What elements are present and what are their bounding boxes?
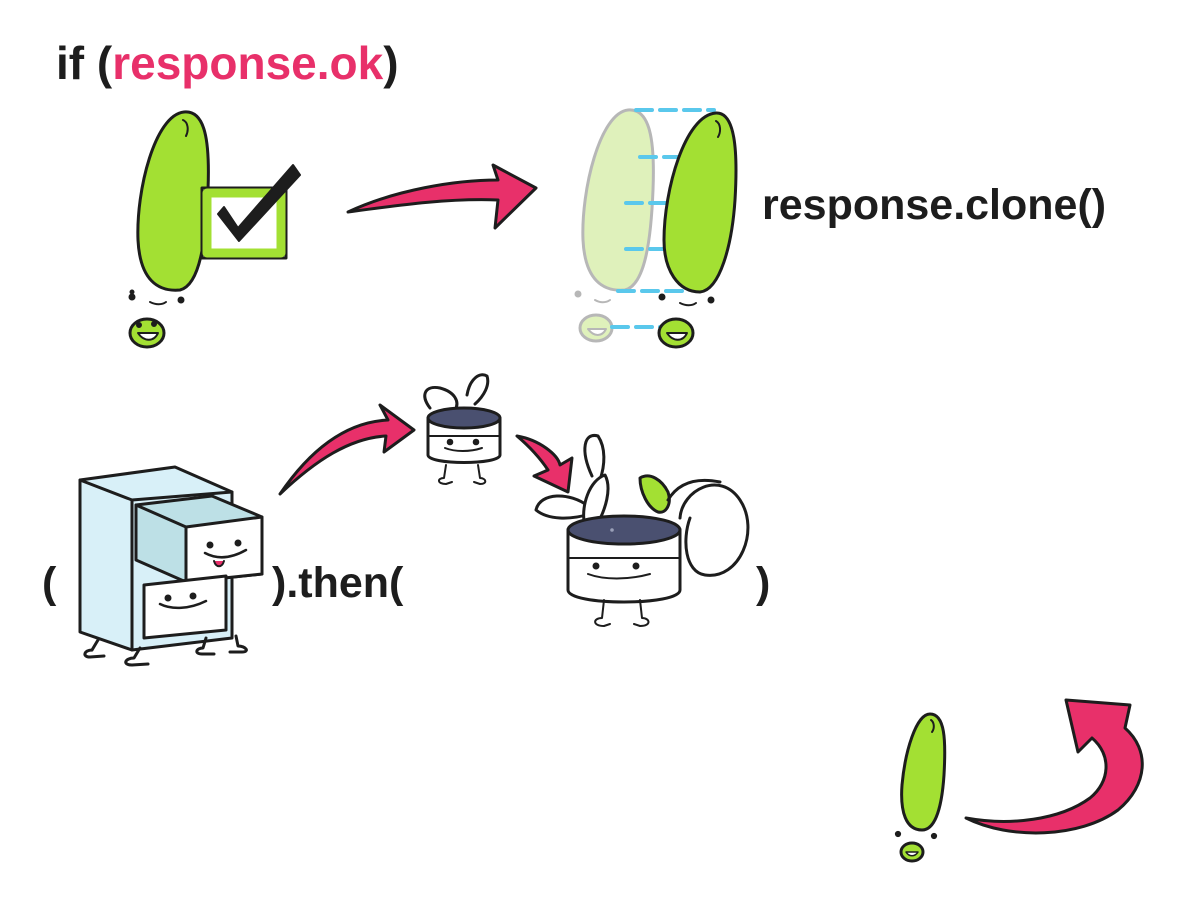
open-tin-character-icon bbox=[423, 373, 502, 485]
then-call-label: ).then( bbox=[272, 559, 404, 607]
if-close-paren: ) bbox=[383, 37, 399, 89]
filing-cabinet-character-icon bbox=[78, 465, 264, 667]
checkbox-checked-icon bbox=[200, 164, 301, 260]
condition-response-ok: response.ok bbox=[112, 37, 384, 89]
exclamation-character-icon bbox=[894, 712, 947, 863]
close-paren-label: ) bbox=[756, 559, 771, 607]
clone-call-label: response.clone() bbox=[762, 181, 1107, 229]
arrow-right-icon bbox=[278, 403, 574, 496]
open-paren-label: ( bbox=[42, 559, 57, 607]
open-tin-character-icon bbox=[534, 434, 750, 627]
ghost-exclamation-clone-icon bbox=[574, 108, 738, 349]
if-keyword: if ( bbox=[56, 37, 113, 89]
if-statement: if (response.ok) bbox=[56, 40, 399, 86]
curved-return-arrow-icon bbox=[964, 698, 1144, 835]
exclamation-character-icon bbox=[128, 110, 210, 349]
arrow-right-icon bbox=[346, 163, 538, 230]
